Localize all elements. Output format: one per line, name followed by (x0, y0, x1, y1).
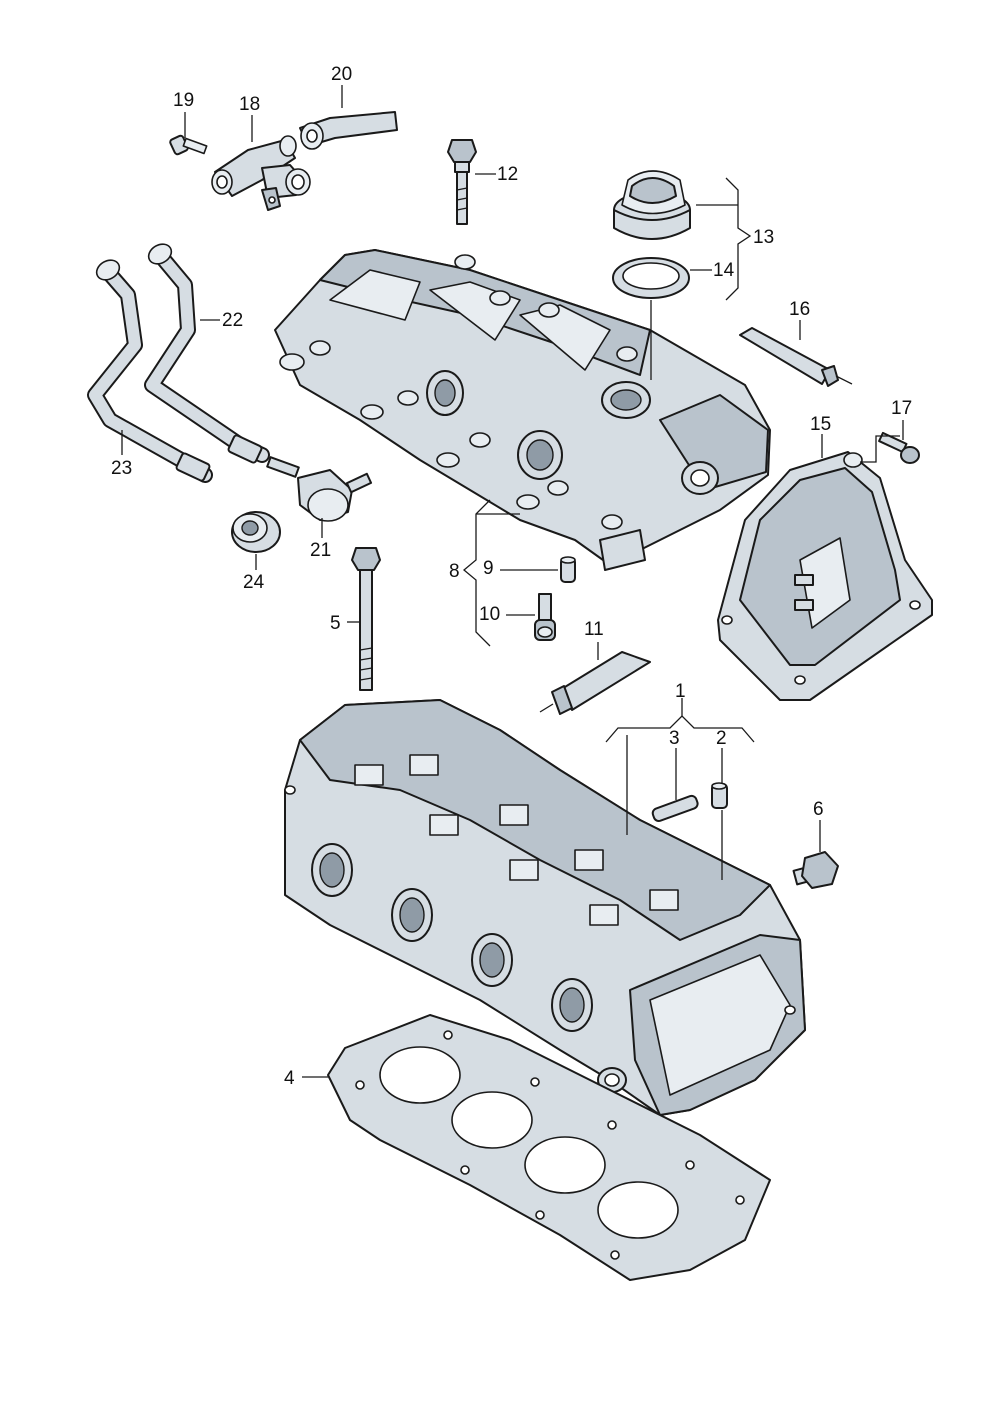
callout-10: 10 (479, 604, 500, 625)
callout-labels: 1 2 3 4 5 6 8 9 10 11 12 13 14 15 16 17 … (111, 64, 912, 1089)
callout-5: 5 (330, 613, 341, 634)
part-23-pipe (87, 259, 213, 483)
callout-16: 16 (789, 299, 810, 320)
part-22-pipe (144, 243, 270, 464)
leader-lines (121, 85, 904, 1078)
callout-21: 21 (310, 540, 331, 561)
callout-18: 18 (239, 94, 260, 115)
callout-17: 17 (891, 398, 912, 419)
part-18-t-connector (211, 135, 311, 211)
part-13-oil-cap (613, 170, 691, 240)
part-24-grommet (231, 511, 281, 553)
callout-4: 4 (284, 1068, 295, 1089)
callout-1: 1 (675, 681, 686, 702)
part-9-dowel (560, 556, 576, 583)
part-11-sealant-tube (539, 651, 651, 715)
callout-2: 2 (716, 728, 727, 749)
part-10-bolt (534, 593, 556, 641)
part-3-pin (651, 794, 699, 823)
valve-cover (274, 249, 771, 571)
callout-3: 3 (669, 728, 680, 749)
callout-24: 24 (243, 572, 265, 593)
part-5-bolt (351, 547, 381, 691)
callout-23: 23 (111, 458, 132, 479)
part-12-bolt (447, 139, 477, 225)
part-6-plug (792, 851, 839, 889)
part-4-head-gasket (327, 1014, 771, 1281)
callout-11: 11 (584, 619, 604, 640)
callout-13: 13 (753, 227, 774, 248)
part-17-bolt (878, 431, 920, 464)
part-14-seal-ring (612, 257, 690, 299)
head-ports (311, 843, 593, 1032)
part-19-bolt (169, 134, 208, 156)
callout-22: 22 (222, 310, 243, 331)
callout-8: 8 (449, 561, 460, 582)
callout-9: 9 (483, 558, 494, 579)
part-21-sensor (266, 456, 373, 522)
part-2-dowel (711, 782, 728, 809)
callout-20: 20 (331, 64, 352, 85)
callout-19: 19 (173, 90, 194, 111)
callout-6: 6 (813, 799, 824, 820)
part-15-timing-cover (717, 451, 933, 701)
callout-12: 12 (497, 164, 518, 185)
cover-bosses (279, 254, 638, 530)
cam-bearings (354, 754, 679, 926)
callout-15: 15 (810, 414, 831, 435)
part-16-sealant-tube (739, 327, 853, 387)
part-20-hose (299, 111, 398, 150)
callout-14: 14 (713, 260, 735, 281)
cylinder-head (284, 699, 806, 1116)
